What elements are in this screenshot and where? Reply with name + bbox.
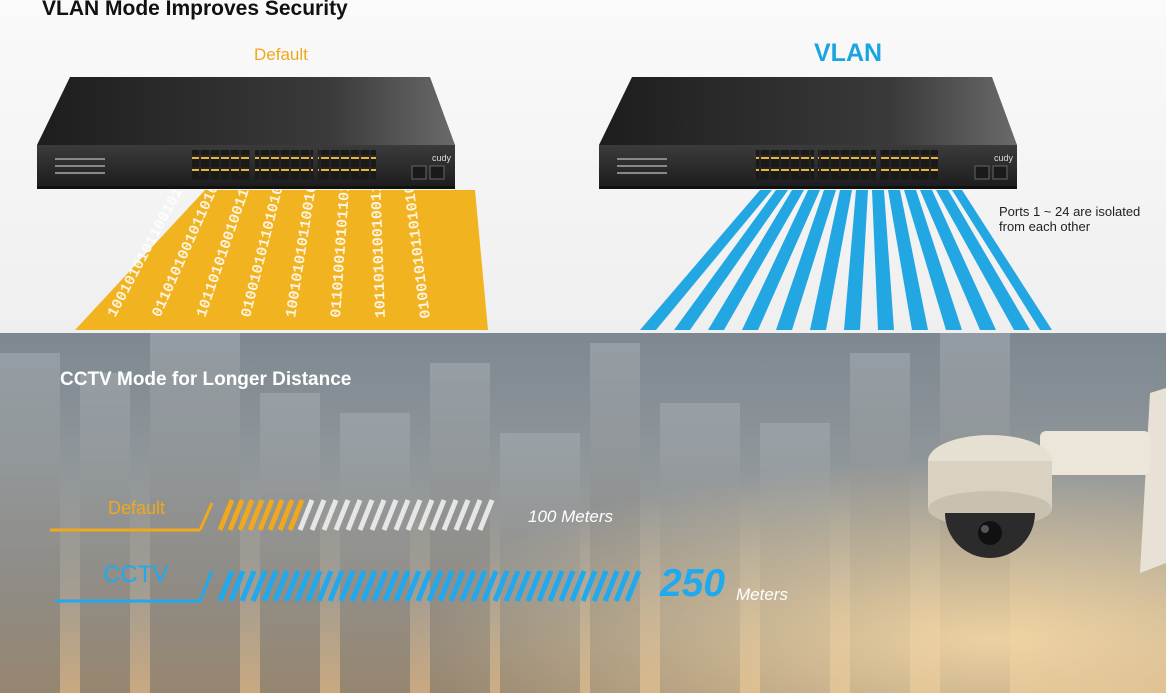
vlan-data-beams [640, 190, 1052, 330]
default-data-beam [75, 190, 488, 330]
vlan-switch: cudy [599, 77, 1017, 189]
cctv-distance-label: CCTV [103, 561, 169, 588]
cctv-section-title: CCTV Mode for Longer Distance [60, 369, 352, 390]
switch-brand-left: cudy [432, 153, 452, 163]
switch-brand-right: cudy [994, 153, 1014, 163]
default-distance-value: 100 Meters [528, 507, 614, 526]
default-distance-label: Default [108, 498, 166, 518]
default-distance-bar [50, 499, 495, 532]
cctv-camera-icon [928, 388, 1166, 573]
cctv-section: CCTV Mode for Longer Distance Default 10… [0, 333, 1166, 693]
cctv-distance-number: 250 [660, 562, 726, 605]
cctv-distance-bar [55, 570, 642, 603]
note-line-1: Ports 1 ~ 24 are isolated [999, 204, 1141, 219]
vlan-illustration: 10010101011001011001 0110101001011010010… [37, 77, 1052, 330]
vlan-section: VLAN Mode Improves Security Default VLAN… [0, 0, 1166, 333]
note-line-2: from each other [999, 219, 1091, 234]
vlan-section-title: VLAN Mode Improves Security [42, 0, 348, 20]
default-mode-label: Default [254, 45, 308, 64]
vlan-isolation-note: Ports 1 ~ 24 are isolated from each othe… [999, 204, 1140, 234]
vlan-mode-label: VLAN [814, 39, 883, 67]
cctv-distance-unit: Meters [736, 585, 788, 604]
city-background [0, 333, 1166, 693]
default-switch: cudy [37, 77, 455, 189]
